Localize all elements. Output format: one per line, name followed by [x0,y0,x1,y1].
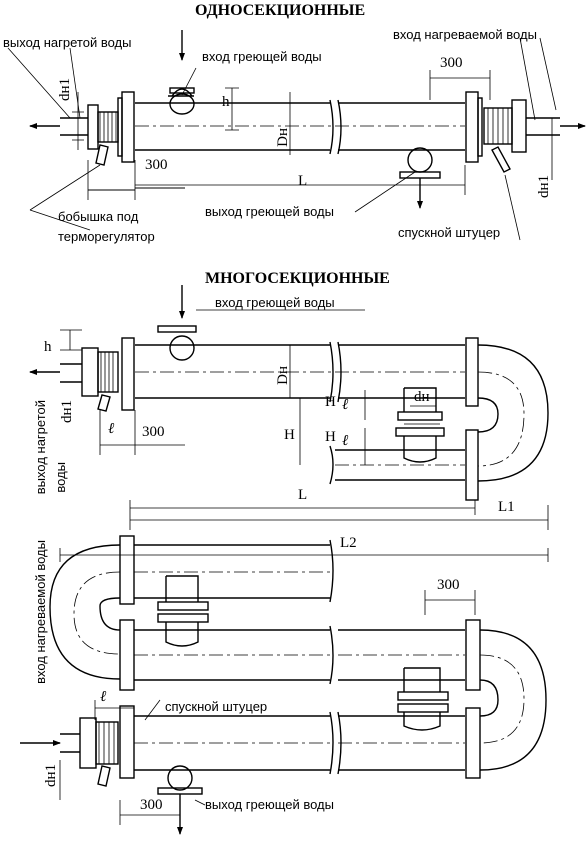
dim-dn1-multi: dн1 [59,400,75,424]
dim-300-d: 300 [437,577,460,593]
dim-300-a: 300 [440,55,463,71]
label-drain-multi: спускной штуцер [165,699,268,714]
dim-H-lower: H [325,429,336,445]
dim-L1: L1 [498,499,515,515]
dim-L2: L2 [340,535,357,551]
dim-dn-connector: dн [414,389,430,405]
dim-dn1-bottom: dн1 [43,764,59,788]
title-multi-section: МНОГОСЕКЦИОННЫЕ [205,270,390,287]
dim-L-top: L [298,173,308,189]
dim-H-main: H [284,427,295,443]
dim-Dn-multi: Dн [275,366,291,385]
multi-section-exchanger-lower [20,535,549,835]
dim-300-b: 300 [145,157,168,173]
label-heating-water-out: выход греющей воды [205,204,334,219]
dim-l-upper: ℓ [342,397,349,413]
dim-dn1-right: dн1 [536,175,552,199]
dim-L-multi: L [298,487,308,503]
multi-section-exchanger-upper [29,285,549,530]
dim-300-c: 300 [142,424,165,440]
label-heated-water-in-multi: вход нагреваемой воды [33,540,48,684]
dim-l-multi: ℓ [108,421,115,437]
dim-l-bottom: ℓ [100,689,107,705]
dim-300-e: 300 [140,797,163,813]
label-hot-water-out: выход нагретой воды [3,35,132,50]
dim-h-multi: h [44,339,52,355]
title-single-section: ОДНОСЕКЦИОННЫЕ [195,2,366,19]
dim-l-lower: ℓ [342,433,349,449]
label-drain-fitting: спускной штуцер [398,225,501,240]
label-heated-water-in: вход нагреваемой воды [393,27,537,42]
label-boss-line2: терморегулятор [58,229,155,244]
label-heating-water-in-multi: вход греющей воды [215,295,335,310]
label-hot-water-out-multi-1: выход нагретой [33,400,48,495]
dim-h-top: h [222,94,230,110]
label-heating-water-out-multi: выход греющей воды [205,797,334,812]
dim-Dn-top: Dн [275,128,291,147]
dim-dn1-left: dн1 [57,78,73,102]
label-heating-water-in: вход греющей воды [202,49,322,64]
label-boss-line1: бобышка под [58,209,139,224]
label-hot-water-out-multi-2: воды [53,462,68,493]
single-section-exchanger [7,30,586,241]
dim-H-upper: H [325,394,336,410]
